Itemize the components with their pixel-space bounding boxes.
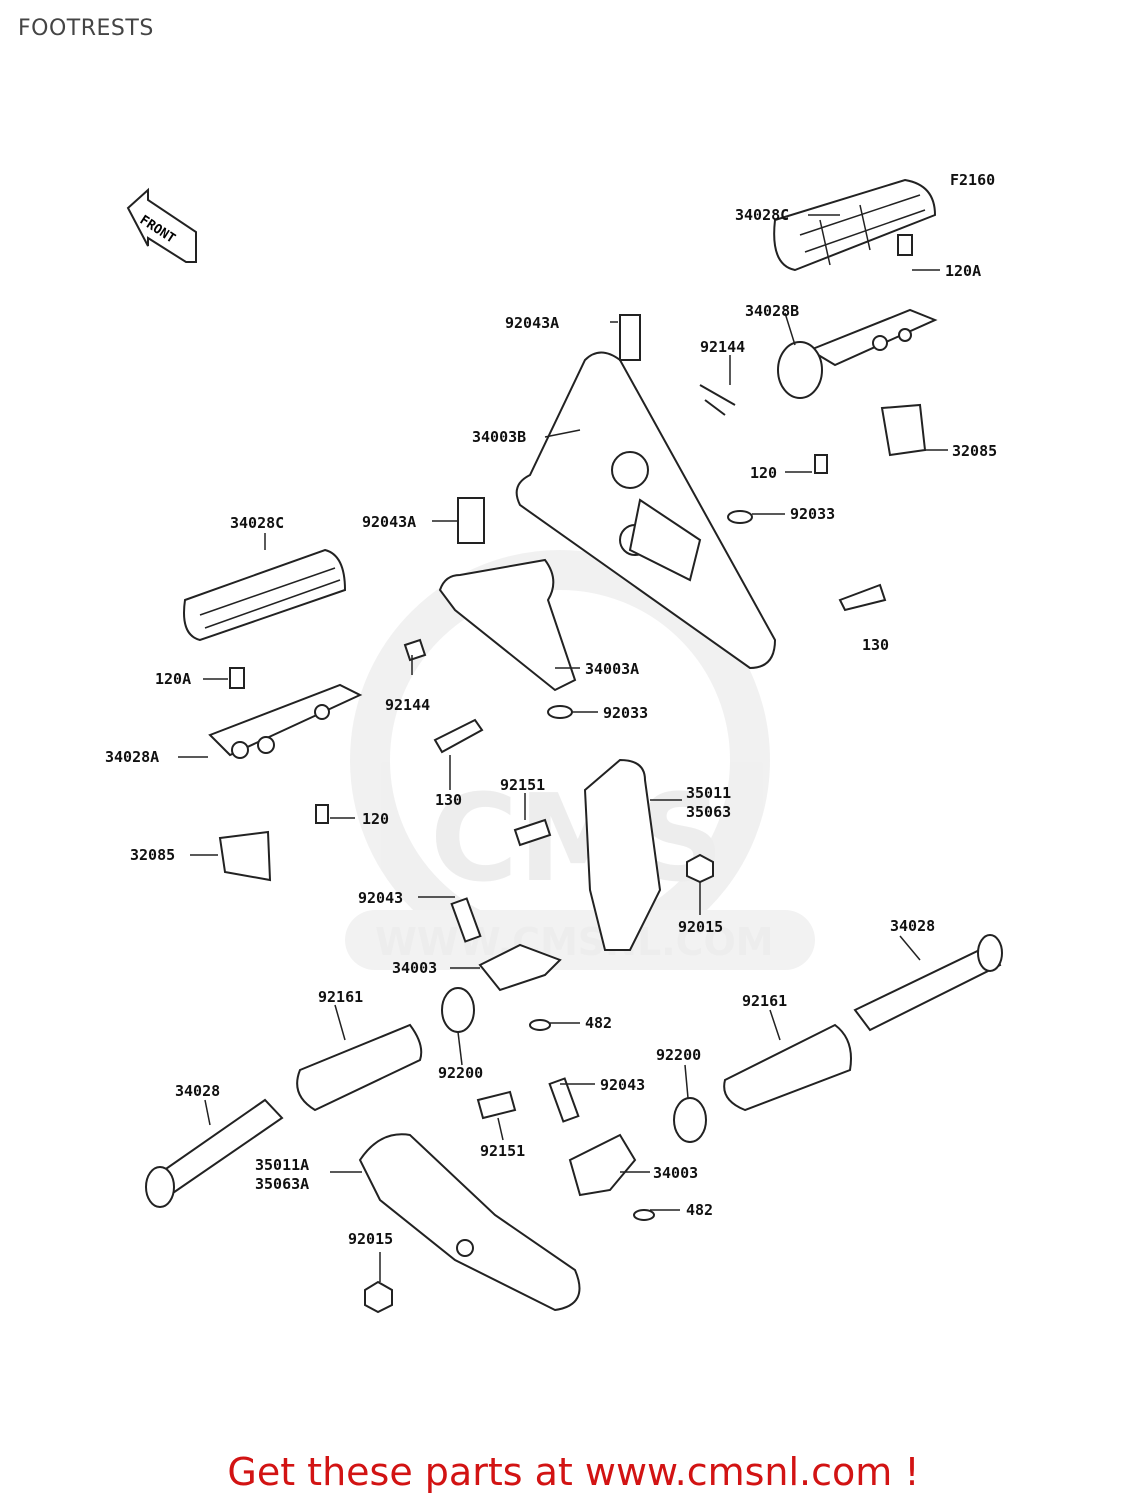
label-92200-right: 92200: [656, 1046, 701, 1064]
label-34003-low: 34003: [653, 1164, 698, 1182]
label-130-mid: 130: [435, 791, 462, 809]
spring-92144-top: [699, 384, 736, 416]
promo-link[interactable]: Get these parts at www.cmsnl.com !: [227, 1450, 920, 1494]
label-35063a: 35063A: [255, 1175, 309, 1193]
rubber-grip-upper-right: [773, 178, 937, 272]
label-34028c-top: 34028C: [735, 206, 789, 224]
holder-34003-low: [568, 1133, 637, 1197]
label-35011: 35011: [686, 784, 731, 802]
watermark-url: WWW.CMSNL.COM: [375, 920, 774, 964]
label-92161-left: 92161: [318, 988, 363, 1006]
label-120a-left: 120A: [155, 670, 191, 688]
front-arrow-icon: FRONT: [126, 187, 197, 263]
pin-92033-mid: [547, 705, 573, 719]
leader-lines: [178, 214, 948, 1282]
label-34028c-left: 34028C: [230, 514, 284, 532]
pin-92043-low: [548, 1077, 580, 1123]
label-92043a-top: 92043A: [505, 314, 559, 332]
figure-id: F2160: [950, 171, 995, 189]
label-92043a-mid: 92043A: [362, 513, 416, 531]
peg-34028-left: [145, 1098, 284, 1208]
bracket-35011a: [358, 1133, 581, 1312]
label-92151-top: 92151: [500, 776, 545, 794]
label-34028a: 34028A: [105, 748, 159, 766]
label-34028b: 34028B: [745, 302, 799, 320]
parts-diagram: CMS WWW.CMSNL.COM FRONT F2160: [105, 171, 1003, 1314]
washer-92200-left: [441, 987, 475, 1033]
label-482-low: 482: [686, 1201, 713, 1219]
label-92144-left: 92144: [385, 696, 430, 714]
bracket-35011: [583, 758, 662, 951]
page-title: FOOTRESTS: [18, 16, 154, 41]
footrest-bracket-upper: [777, 308, 938, 399]
part-labels: 34028C 120A 34028B 92144 92043A 34003B 3…: [105, 206, 997, 1248]
pin-92033-top: [727, 510, 753, 524]
label-130-right: 130: [862, 636, 889, 654]
label-92043-low: 92043: [600, 1076, 645, 1094]
bolt-130-mid: [433, 718, 484, 754]
nut-92015-right: [686, 853, 714, 884]
cap-32085-left: [218, 830, 272, 882]
bolt-120a-left: [229, 667, 245, 689]
label-120-left: 120: [362, 810, 389, 828]
label-92151-low: 92151: [480, 1142, 525, 1160]
nut-92015-low: [364, 1280, 393, 1314]
label-92200-left: 92200: [438, 1064, 483, 1082]
holder-34003-mid: [478, 943, 562, 992]
bolt-92151-low: [476, 1090, 517, 1120]
label-32085-top: 32085: [952, 442, 997, 460]
watermark: CMS WWW.CMSNL.COM: [345, 550, 815, 970]
peg-34028-right: [853, 934, 1003, 1032]
label-34028-left: 34028: [175, 1082, 220, 1100]
pin-92043a-top: [619, 314, 641, 361]
label-92033-top: 92033: [790, 505, 835, 523]
clip-482-low: [633, 1209, 655, 1221]
label-35011a: 35011A: [255, 1156, 309, 1174]
footrest-bracket-left: [208, 683, 363, 759]
bolt-120a-upper: [897, 234, 913, 256]
washer-92200-right: [673, 1097, 707, 1143]
spring-92144-left: [403, 638, 427, 662]
label-120a-top: 120A: [945, 262, 981, 280]
rubber-92161-right: [723, 1023, 852, 1112]
rubber-grip-left: [183, 548, 347, 642]
label-92161-right: 92161: [742, 992, 787, 1010]
watermark-logo: CMS: [430, 770, 724, 909]
bolt-130-right: [838, 583, 887, 612]
label-92015-low: 92015: [348, 1230, 393, 1248]
label-34003b: 34003B: [472, 428, 526, 446]
label-34003-mid: 34003: [392, 959, 437, 977]
holder-34003a: [438, 497, 577, 692]
cap-32085-upper: [880, 403, 927, 457]
label-92033-mid: 92033: [603, 704, 648, 722]
label-120-top: 120: [750, 464, 777, 482]
label-92144-top: 92144: [700, 338, 745, 356]
label-34003a: 34003A: [585, 660, 639, 678]
label-92043: 92043: [358, 889, 403, 907]
label-34028-right: 34028: [890, 917, 935, 935]
label-32085-left: 32085: [130, 846, 175, 864]
pin-92043: [450, 897, 482, 943]
bolt-120-left: [315, 804, 329, 824]
bolt-92151-top: [513, 818, 552, 847]
bolt-120-upper: [814, 454, 828, 474]
clip-482-top: [529, 1019, 551, 1031]
label-92015-right: 92015: [678, 918, 723, 936]
label-35063: 35063: [686, 803, 731, 821]
rubber-92161-left: [296, 1023, 423, 1112]
label-482-top: 482: [585, 1014, 612, 1032]
main-plate-34003b: [515, 351, 777, 670]
